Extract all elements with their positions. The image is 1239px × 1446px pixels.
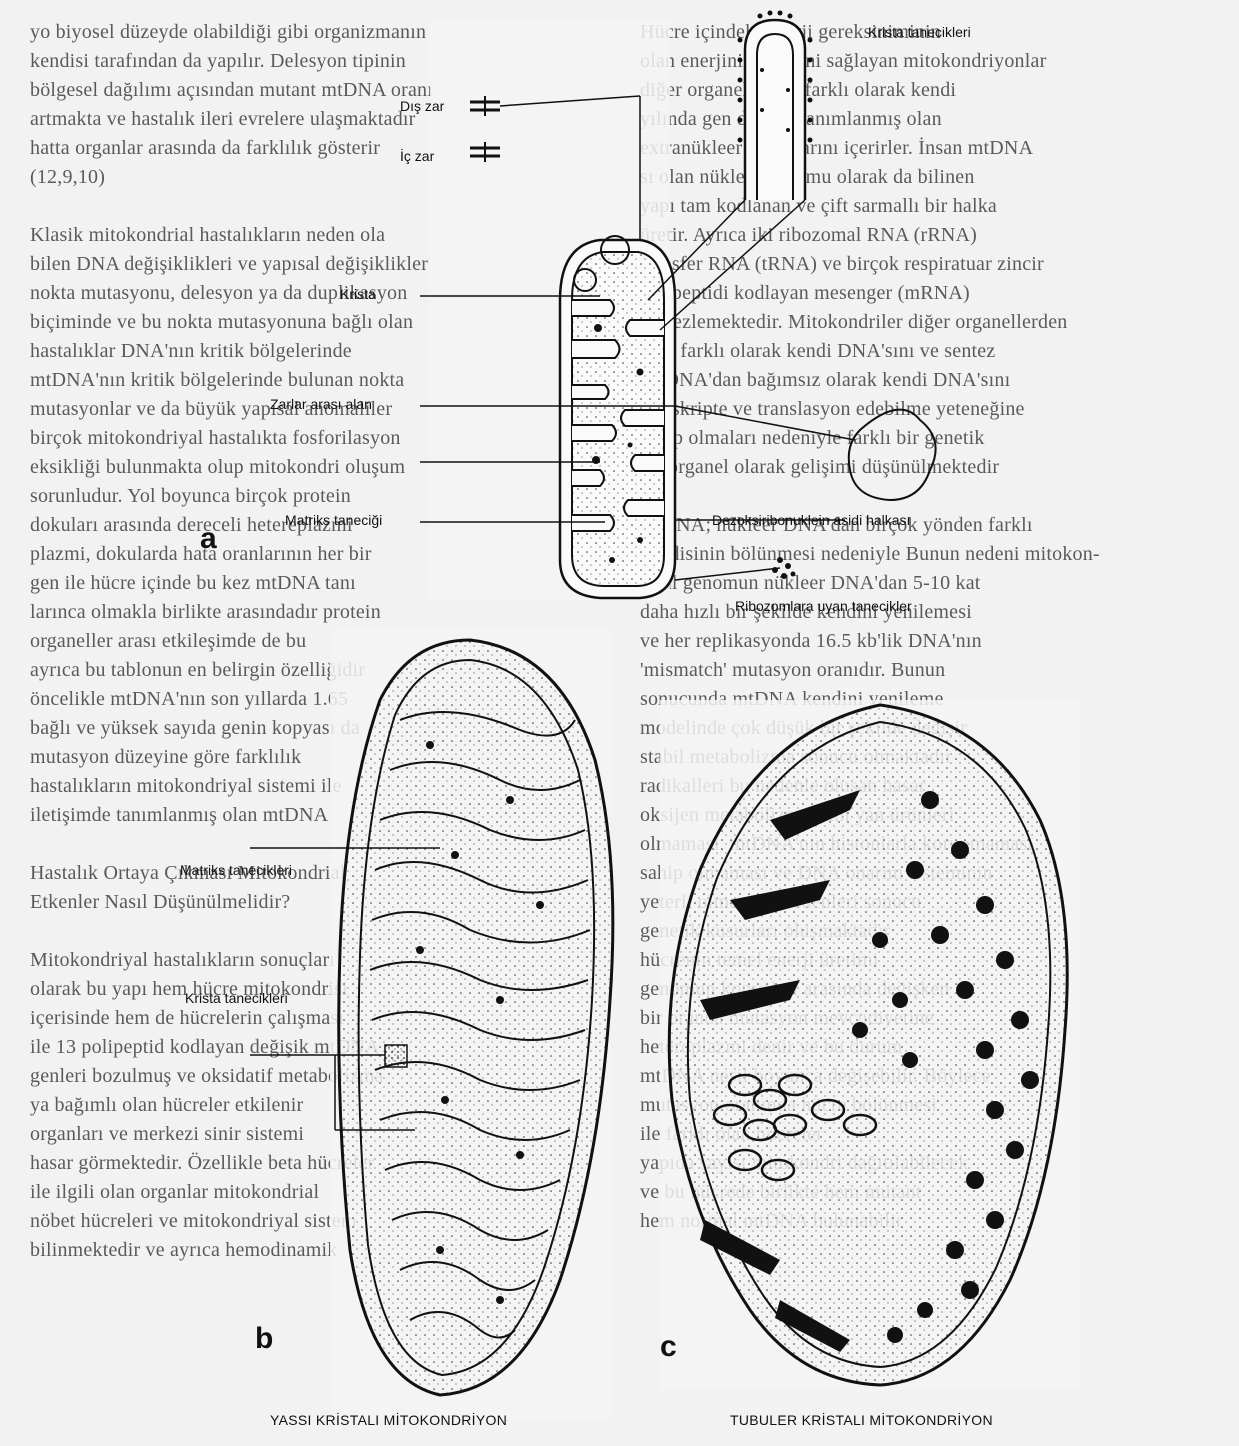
dna-loop [849, 410, 936, 500]
label-matriks-tanecigi: Matriks taneciği [285, 512, 382, 528]
panel-letter-c: c [660, 1330, 677, 1364]
label-dis-zar: Dış zar [400, 98, 444, 114]
label-zarlar-arasi-alan: Zarlar arası alan [270, 396, 372, 412]
panel-c-tubular-cristae-mitochondrion [660, 700, 1080, 1390]
caption-yassi-kristali: YASSI KRİSTALI MİTOKONDRİYON [270, 1412, 507, 1428]
label-dna-halkasi: Dezoksiribonuklein asidi halkası [712, 512, 910, 528]
panel-letter-b: b [255, 1322, 273, 1356]
label-matriks-tanecikleri: Matriks tanecikleri [180, 862, 292, 878]
panel-b-flat-cristae-mitochondrion [250, 630, 613, 1420]
label-ribozom: Ribozomlara uyan tanecikler [735, 598, 912, 614]
label-ic-zar: İç zar [400, 148, 434, 164]
label-krista: Krista [340, 286, 376, 302]
panel-letter-a: a [200, 522, 217, 556]
label-krista-tanecikleri-b: Krista tanecikleri [185, 990, 288, 1006]
label-krista-tanecikleri-a: Krista tanecikleri [868, 24, 971, 40]
caption-tubuler-kristali: TUBULER KRİSTALI MİTOKONDRİYON [730, 1412, 993, 1428]
